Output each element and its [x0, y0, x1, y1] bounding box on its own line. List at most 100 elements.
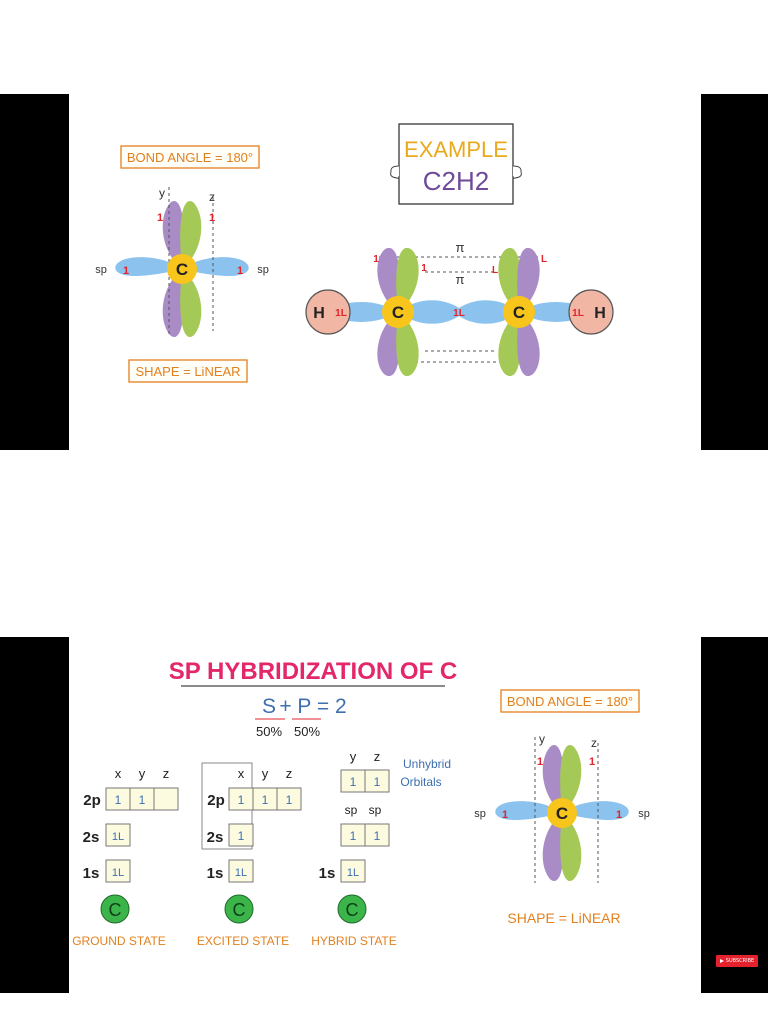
video-frame-bottom: SP HYBRIDIZATION OF C S + P = 2 50% 50% …	[0, 637, 768, 993]
svg-text:1: 1	[262, 793, 269, 807]
excited-state-config: x y z 2p 1 1 1 2s 1 1s 1L C EXCITED STAT…	[197, 762, 302, 948]
svg-text:x: x	[115, 766, 122, 781]
electron-sp-right: 1	[237, 265, 243, 277]
svg-text:y: y	[262, 766, 269, 781]
svg-text:C: C	[392, 303, 404, 322]
svg-text:1: 1	[374, 829, 381, 843]
axis-z-label: z	[209, 190, 215, 204]
svg-text:1s: 1s	[319, 865, 336, 882]
svg-text:1L: 1L	[112, 867, 124, 879]
svg-text:z: z	[163, 766, 170, 781]
svg-text:H: H	[594, 305, 606, 322]
svg-text:1: 1	[373, 254, 379, 265]
subscribe-button[interactable]: SUBSCRIBE	[716, 955, 758, 967]
example-formula: C2H2	[423, 166, 489, 196]
svg-text:2p: 2p	[207, 792, 225, 809]
svg-text:1: 1	[286, 793, 293, 807]
svg-text:2s: 2s	[83, 829, 100, 846]
unhybrid-note: Unhybrid	[403, 757, 451, 771]
sp-orbital-left	[115, 257, 182, 277]
svg-text:1: 1	[238, 829, 245, 843]
svg-text:sp: sp	[369, 803, 382, 817]
slide-linear-example: BOND ANGLE = 180° C y z sp sp 1 1	[69, 94, 701, 450]
svg-text:1: 1	[421, 263, 427, 274]
svg-text:1L: 1L	[347, 867, 359, 879]
svg-text:C: C	[513, 303, 525, 322]
svg-text:HYBRID STATE: HYBRID STATE	[311, 934, 397, 948]
carbon-label: C	[176, 260, 188, 279]
svg-text:y: y	[539, 732, 545, 746]
left-hand-icon	[390, 165, 400, 179]
hydrogen-right	[568, 289, 614, 335]
sp-carbon-orbitals-2: C y z sp sp 1 1 1 1	[474, 732, 650, 883]
svg-text:z: z	[591, 736, 597, 750]
bond-angle-label-2: BOND ANGLE = 180°	[500, 689, 640, 713]
svg-text:1: 1	[350, 829, 357, 843]
sp-orbital-right	[182, 257, 249, 277]
video-frame-top: BOND ANGLE = 180° C y z sp sp 1 1	[0, 94, 768, 450]
bond-angle-label: BOND ANGLE = 180°	[120, 145, 260, 169]
ch-sigma-right	[519, 302, 580, 322]
svg-text:S: S	[262, 695, 276, 718]
sp-right-label: sp	[257, 264, 269, 276]
z-orbital-bottom	[180, 269, 202, 338]
slide-sp-hybridization: SP HYBRIDIZATION OF C S + P = 2 50% 50% …	[69, 637, 701, 993]
hybrid-state-config: y z Unhybrid Orbitals 1 1 sp sp 1 1 1s 1…	[311, 749, 451, 948]
svg-text:sp: sp	[474, 808, 486, 820]
svg-text:1L: 1L	[112, 831, 124, 843]
svg-text:1: 1	[350, 775, 357, 789]
shape-label: SHAPE = LiNEAR	[128, 359, 248, 383]
svg-text:1: 1	[616, 809, 622, 821]
svg-text:Orbitals: Orbitals	[400, 775, 441, 789]
carbon-left	[382, 296, 414, 328]
sp-carbon-orbitals: C y z sp sp 1 1 1 1	[95, 186, 269, 338]
svg-text:C: C	[556, 804, 568, 823]
axis-y-label: y	[159, 186, 165, 200]
hydrogen-left	[305, 289, 351, 335]
svg-text:1: 1	[238, 793, 245, 807]
svg-text:1: 1	[115, 793, 122, 807]
svg-text:y: y	[350, 749, 357, 764]
svg-text:y: y	[139, 766, 146, 781]
y-orbital-top	[162, 200, 184, 269]
slide-2-diagram: SP HYBRIDIZATION OF C S + P = 2 50% 50% …	[72, 658, 650, 948]
svg-text:+ P = 2: + P = 2	[279, 695, 346, 718]
right-hand-icon	[512, 165, 522, 179]
svg-text:L: L	[541, 254, 547, 265]
svg-text:sp: sp	[345, 803, 358, 817]
pi-bond-label-middle: π	[456, 272, 465, 287]
carbon-nucleus	[167, 254, 197, 284]
svg-text:1L: 1L	[235, 867, 247, 879]
svg-text:2p: 2p	[83, 792, 101, 809]
svg-text:2s: 2s	[207, 829, 224, 846]
example-title: EXAMPLE	[404, 137, 508, 162]
svg-text:GROUND STATE: GROUND STATE	[72, 934, 166, 948]
shape-label-2: SHAPE = LiNEAR	[507, 910, 620, 926]
svg-text:C: C	[109, 900, 122, 920]
electron-y: 1	[157, 212, 163, 224]
svg-text:H: H	[313, 305, 325, 322]
svg-text:1: 1	[589, 756, 595, 768]
svg-text:z: z	[374, 749, 381, 764]
z-orbital-top	[180, 200, 202, 269]
play-icon	[719, 958, 724, 963]
svg-text:1L: 1L	[335, 308, 347, 319]
carbon-right	[503, 296, 535, 328]
svg-text:1s: 1s	[83, 865, 100, 882]
svg-text:C: C	[346, 900, 359, 920]
svg-text:BOND ANGLE = 180°: BOND ANGLE = 180°	[127, 150, 253, 165]
svg-text:SHAPE = LiNEAR: SHAPE = LiNEAR	[135, 364, 240, 379]
electron-sp-left: 1	[123, 265, 129, 277]
svg-text:EXCITED STATE: EXCITED STATE	[197, 934, 289, 948]
svg-text:sp: sp	[638, 808, 650, 820]
svg-text:1: 1	[374, 775, 381, 789]
ground-state-config: x y z 2p 1 1 2s 1L 1s 1L C GROUND STATE	[72, 766, 179, 948]
slide-1-diagram: BOND ANGLE = 180° C y z sp sp 1 1	[95, 123, 614, 383]
svg-text:C: C	[233, 900, 246, 920]
svg-text:1: 1	[139, 793, 146, 807]
cc-sigma-bond	[398, 300, 519, 324]
svg-text:50%: 50%	[256, 724, 282, 739]
slide-title: SP HYBRIDIZATION OF C	[169, 658, 457, 685]
ch-sigma-left	[337, 302, 398, 322]
hybridization-formula: S + P = 2 50% 50%	[255, 695, 347, 739]
